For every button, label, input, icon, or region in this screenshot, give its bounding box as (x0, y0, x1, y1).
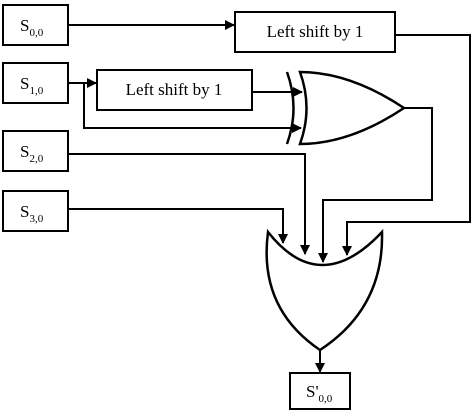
output-s00-box: S'0,0 (289, 372, 351, 410)
wire-s20-to-or (68, 153, 310, 255)
input-s10-box: S1,0 (2, 62, 69, 104)
wire-shift-top-to-or (342, 34, 471, 256)
wire-xor-to-or (318, 107, 433, 263)
or-gate (265, 228, 384, 352)
wire-s10-to-xor (83, 83, 302, 133)
svg-text:S'0,0: S'0,0 (306, 382, 333, 405)
svg-text:S0,0: S0,0 (20, 16, 44, 39)
svg-text:S3,0: S3,0 (20, 202, 44, 225)
wire-s30-to-or (68, 208, 288, 244)
input-s00-box: S0,0 (2, 4, 69, 46)
left-shift-top-box: Left shift by 1 (234, 11, 396, 53)
svg-text:S1,0: S1,0 (20, 74, 44, 97)
wires (68, 20, 471, 373)
svg-text:Left shift by 1: Left shift by 1 (267, 22, 364, 41)
input-s30-box: S3,0 (2, 190, 69, 232)
svg-text:S2,0: S2,0 (20, 142, 44, 165)
input-s20-box: S2,0 (2, 130, 69, 172)
left-shift-mid-box: Left shift by 1 (96, 69, 253, 111)
svg-text:Left shift by 1: Left shift by 1 (126, 80, 223, 99)
xor-gate (285, 70, 407, 146)
